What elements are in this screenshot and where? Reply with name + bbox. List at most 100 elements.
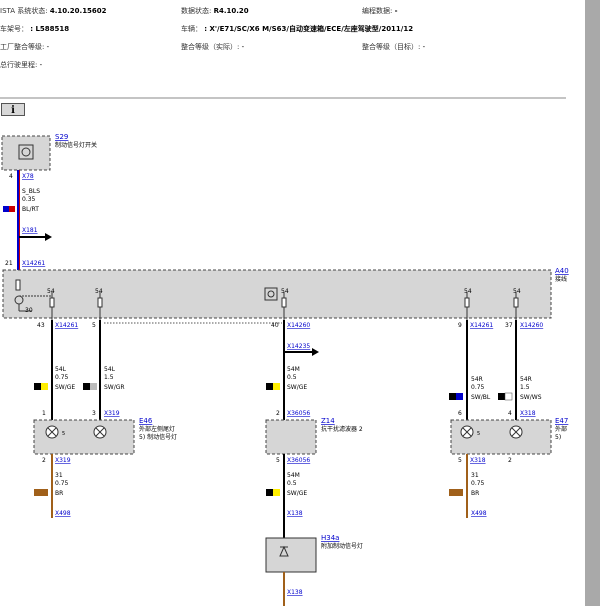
wire-54m-a-gauge: 0.5 bbox=[287, 374, 297, 381]
a40-out1-conn[interactable]: X14261 bbox=[55, 322, 78, 329]
a40-ch4-label: 54 bbox=[464, 288, 472, 295]
a40-ch5-label: 54 bbox=[513, 288, 521, 295]
wire-54m-b-name: 54M bbox=[287, 472, 300, 479]
mileage: 总行驶里程: - bbox=[0, 61, 42, 70]
z14-conn-out[interactable]: X36056 bbox=[287, 457, 310, 464]
e46-id[interactable]: E46 bbox=[139, 417, 153, 425]
e46-pin3: 3 bbox=[92, 410, 96, 417]
a40-out5-conn[interactable]: X14260 bbox=[520, 322, 543, 329]
wire-54l-b-name: 54L bbox=[104, 366, 116, 373]
h34a-id[interactable]: H34a bbox=[321, 534, 339, 542]
e47-conn5[interactable]: X318 bbox=[470, 457, 486, 464]
a40-ch1-label: 54 bbox=[47, 288, 55, 295]
wire-54r-a-name: 54R bbox=[471, 376, 483, 383]
vehicle: 车辆： : X'/E71/SC/X6 M/S63/自动变速箱/ECE/左座驾驶型… bbox=[181, 25, 413, 34]
a40-desc: 接线 bbox=[555, 275, 567, 283]
x498-right-link[interactable]: X498 bbox=[471, 510, 487, 517]
actual-level-label: 整合等级（实际）: bbox=[181, 43, 240, 51]
vin: 车架号： : L588518 bbox=[0, 25, 69, 34]
wire-54l-b-color: SW/GR bbox=[104, 384, 125, 391]
wire-sbls-swatch-b bbox=[9, 206, 15, 212]
wire-31-right-swatch bbox=[449, 489, 463, 496]
factory-level-value: - bbox=[46, 43, 50, 51]
wire-54m-b-gauge: 0.5 bbox=[287, 480, 297, 487]
a40-out4-conn[interactable]: X14261 bbox=[470, 322, 493, 329]
vehicle-label: 车辆： bbox=[181, 25, 202, 33]
x14235-link[interactable]: X14235 bbox=[287, 343, 310, 350]
a40-out2-pin: 5 bbox=[92, 322, 96, 329]
wire-31-right-gauge: 0.75 bbox=[471, 480, 485, 487]
info-button[interactable]: i bbox=[1, 103, 25, 116]
wire-54l-a-swatch-a bbox=[34, 383, 41, 390]
wire-sbls-gauge: 0.35 bbox=[22, 196, 36, 203]
e47-conn4[interactable]: X318 bbox=[520, 410, 536, 417]
e47-pin4: 4 bbox=[508, 410, 512, 417]
wire-54r-b-swatch-a bbox=[498, 393, 505, 400]
s29-pin: 4 bbox=[9, 173, 13, 180]
programming-data: 编程数据: - bbox=[362, 7, 398, 16]
a40-id[interactable]: A40 bbox=[555, 267, 569, 275]
wire-31-left-color: BR bbox=[55, 490, 63, 497]
a40-in-pin: 21 bbox=[5, 260, 13, 267]
wire-31-left-swatch bbox=[34, 489, 48, 496]
e46-conn2[interactable]: X319 bbox=[55, 457, 71, 464]
wire-54m-b-color: SW/GE bbox=[287, 490, 307, 497]
actual-level: 整合等级（实际）: - bbox=[181, 43, 244, 52]
z14-box bbox=[265, 419, 317, 455]
target-level-value: - bbox=[422, 43, 426, 51]
x138-top-link[interactable]: X138 bbox=[287, 510, 303, 517]
e46-lamp-pin: 5 bbox=[62, 431, 65, 437]
right-scrollbar[interactable] bbox=[585, 0, 600, 606]
z14-desc: 抗干扰滤波器 2 bbox=[321, 425, 363, 433]
a40-in-conn[interactable]: X14261 bbox=[22, 260, 45, 267]
z14-pin-in: 2 bbox=[276, 410, 280, 417]
programming-data-label: 编程数据: bbox=[362, 7, 393, 15]
wire-31-right-color: BR bbox=[471, 490, 479, 497]
wire-54r-a-swatch-b bbox=[456, 393, 463, 400]
a40-pin30: 30 bbox=[25, 307, 33, 314]
mileage-label: 总行驶里程: bbox=[0, 61, 38, 69]
target-level-label: 整合等级（目标）: bbox=[362, 43, 421, 51]
e46-desc1: 外部左侧尾灯 bbox=[139, 425, 175, 433]
e47-desc1: 外部 bbox=[555, 425, 567, 433]
ista-status: ISTA 系统状态: 4.10.20.15602 bbox=[0, 7, 107, 16]
e46-pin2: 2 bbox=[42, 457, 46, 464]
x138-bottom-link[interactable]: X138 bbox=[287, 589, 303, 596]
e46-desc2: 5) 制动信号灯 bbox=[139, 433, 177, 441]
z14-id[interactable]: Z14 bbox=[321, 417, 335, 425]
wire-31-left-gauge: 0.75 bbox=[55, 480, 69, 487]
wire-54l-b-swatch-b bbox=[90, 383, 97, 390]
s29-id[interactable]: S29 bbox=[55, 133, 68, 141]
a40-out1-pin: 43 bbox=[37, 322, 45, 329]
a40-switch-icon bbox=[264, 287, 278, 301]
z14-conn-in[interactable]: X36056 bbox=[287, 410, 310, 417]
x78-link[interactable]: X78 bbox=[22, 173, 34, 180]
h34a-box bbox=[265, 537, 317, 573]
wire-54m-a-name: 54M bbox=[287, 366, 300, 373]
data-status-value: R4.10.20 bbox=[213, 7, 249, 15]
a40-out4-pin: 9 bbox=[458, 322, 462, 329]
ista-status-value: 4.10.20.15602 bbox=[49, 7, 107, 15]
wire-54m-a-color: SW/GE bbox=[287, 384, 307, 391]
e46-conn3[interactable]: X319 bbox=[104, 410, 120, 417]
x181-link[interactable]: X181 bbox=[22, 227, 38, 234]
e47-pin5: 5 bbox=[458, 457, 462, 464]
e47-desc2: 5) bbox=[555, 434, 561, 441]
wire-54r-a-color: SW/BL bbox=[471, 394, 491, 401]
factory-level-label: 工厂整合等级: bbox=[0, 43, 45, 51]
wire-54l-b-gauge: 1.5 bbox=[104, 374, 114, 381]
wire-sbls-color: BL/RT bbox=[22, 206, 39, 213]
a40-ch2-label: 54 bbox=[95, 288, 103, 295]
z14-pin-out: 5 bbox=[276, 457, 280, 464]
switch-icon bbox=[18, 144, 34, 160]
e47-id[interactable]: E47 bbox=[555, 417, 568, 425]
wire-54l-b-swatch-a bbox=[83, 383, 90, 390]
a40-out3-conn[interactable]: X14260 bbox=[287, 322, 310, 329]
e47-pin2: 2 bbox=[508, 457, 512, 464]
actual-level-value: - bbox=[241, 43, 245, 51]
factory-level: 工厂整合等级: - bbox=[0, 43, 49, 52]
a40-out5-pin: 37 bbox=[505, 322, 513, 329]
h34a-desc: 附加制动信号灯 bbox=[321, 542, 363, 550]
x498-left-link[interactable]: X498 bbox=[55, 510, 71, 517]
vehicle-value: : X'/E71/SC/X6 M/S63/自动变速箱/ECE/左座驾驶型/201… bbox=[204, 25, 414, 33]
